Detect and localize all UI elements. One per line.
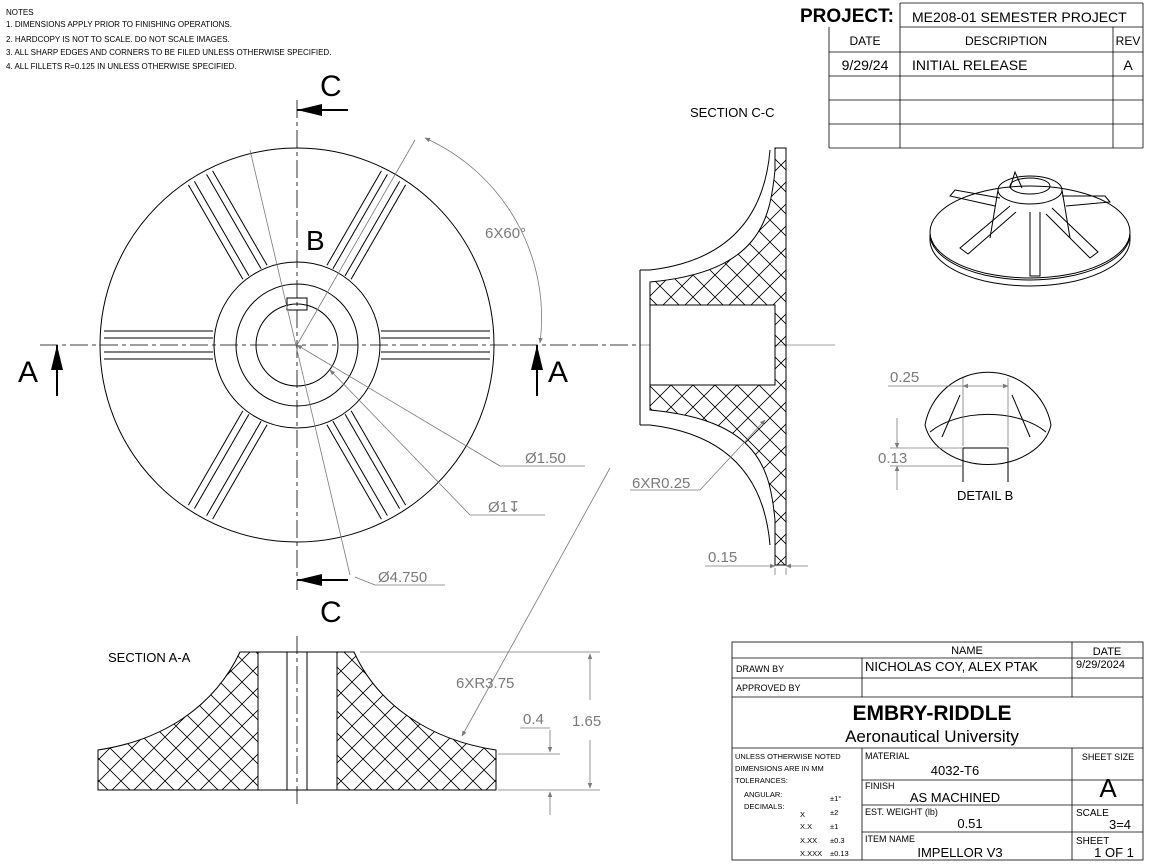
tb-scale-label: SCALE [1076,808,1109,819]
tb-material-label: MATERIAL [865,751,909,761]
cut-label-c-bottom: C [320,596,342,629]
blade-edge [326,170,382,266]
project-label: PROJECT: [800,6,894,27]
tb-finish-label: FINISH [865,781,895,791]
tb-scale-value: 3=4 [1109,817,1131,832]
tb-tol-line-2: DIMENSIONS ARE IN MM [735,764,824,773]
blade-edge [350,184,407,280]
blade-edge [350,410,407,506]
tb-drawn-by-name: NICHOLAS COY, ALEX PTAK [865,659,1038,674]
tb-decimal-fmt-2: X.X [800,822,812,831]
dim-key-width: 0.25 [890,369,919,386]
front-view: C C A A B 6X60° Ø1.50 Ø1↧ Ø4.750 [18,70,835,629]
tb-angular-label: ANGULAR: [744,790,782,799]
note-2: 2. HARDCOPY IS NOT TO SCALE. DO NOT SCAL… [6,35,230,44]
project-name: ME208-01 SEMESTER PROJECT [912,9,1127,25]
tb-tol-line-3: TOLERANCES: [735,776,788,785]
tb-decimal-tol-3: ±0.3 [830,836,845,845]
blade-edge [193,413,250,509]
tb-material-value: 4032-T6 [931,763,979,778]
rev-row-description: INITIAL RELEASE [912,57,1027,73]
section-aa-title: SECTION A-A [108,650,191,665]
rev-header-rev: REV [1116,34,1141,48]
tb-decimal-tol-1: ±2 [830,808,838,817]
dim-outer-diameter: Ø4.750 [378,569,427,586]
note-4: 4. ALL FILLETS R=0.125 IN UNLESS OTHERWI… [6,62,237,71]
dim-large-fillet: 6XR3.75 [456,675,514,692]
tb-approved-by-label: APPROVED BY [736,683,801,693]
rev-row-date: 9/29/24 [842,57,889,73]
revision-block [828,2,1144,149]
dim-wall-thickness: 0.15 [708,549,737,566]
tb-org-name: EMBRY-RIDDLE [852,702,1011,725]
dim-bore-diameter: Ø1↧ [488,499,521,516]
dim-key-depth: 0.13 [878,450,907,467]
notes-heading: NOTES [6,8,34,17]
tb-drawn-date: 9/29/2024 [1076,659,1125,671]
detail-b-title: DETAIL B [957,488,1013,503]
notes-block: NOTES 1. DIMENSIONS APPLY PRIOR TO FINIS… [6,8,331,71]
tb-sheet-label: SHEET [1076,836,1109,847]
dim-rim-height: 0.4 [523,711,544,728]
blade-edge [332,420,388,516]
tb-angular-value: ±1° [830,794,841,803]
detail-b: 0.25 0.13 DETAIL B [878,369,1052,503]
title-block [731,641,1144,861]
dim-total-height: 1.65 [572,713,601,730]
tb-decimal-tol-2: ±1 [830,822,838,831]
blade-edge [344,413,401,509]
tb-finish-value: AS MACHINED [910,790,1000,805]
note-1: 1. DIMENSIONS APPLY PRIOR TO FINISHING O… [6,20,232,29]
tb-decimal-tol-4: ±0.13 [830,849,849,858]
rev-row-rev: A [1123,57,1133,73]
cut-label-a-left: A [18,356,38,389]
tb-weight-label: EST. WEIGHT (lb) [865,807,938,817]
tb-decimals-label: DECIMALS: [744,802,784,811]
tb-item-value: IMPELLOR V3 [917,845,1002,860]
tb-item-label: ITEM NAME [865,834,915,844]
tb-weight-value: 0.51 [957,816,982,831]
tb-decimal-fmt-1: X [800,810,805,819]
tb-name-header: NAME [951,645,983,657]
blade-edge [332,174,388,270]
blade-edge [187,184,244,280]
rev-header-description: DESCRIPTION [965,34,1047,48]
tb-decimal-fmt-4: X.XXX [800,849,822,858]
dim-hub-diameter: Ø1.50 [525,450,566,467]
tb-sheet-size-label: SHEET SIZE [1082,752,1134,762]
cut-label-c-top: C [320,70,342,103]
blade-edge [193,181,250,277]
isometric-view [929,170,1131,287]
tb-sheet-size-value: A [1099,773,1117,803]
tb-sheet-value: 1 OF 1 [1094,845,1134,860]
tb-decimal-fmt-3: X.XX [800,836,817,845]
blade-edge [344,181,401,277]
rev-header-date: DATE [849,34,880,48]
note-3: 3. ALL SHARP EDGES AND CORNERS TO BE FIL… [6,48,331,57]
blade-edge [187,410,244,506]
impeller-blades [104,170,490,520]
dim-small-fillet: 6XR0.25 [632,475,690,492]
tb-drawn-by-label: DRAWN BY [736,664,784,674]
cut-label-a-right: A [548,356,568,389]
detail-callout-b: B [306,225,325,256]
blade-edge [212,424,268,520]
blade-edge [206,174,262,270]
tb-tol-line-1: UNLESS OTHERWISE NOTED [735,752,841,761]
blade-edge [206,420,262,516]
blade-edge [326,424,382,520]
section-c-c: SECTION C-C 6XR0.25 0.15 [630,105,808,575]
dim-angle-pattern: 6X60° [485,225,526,242]
blade-edge [212,170,268,266]
section-a-a: SECTION A-A 6XR3.75 0.4 1.65 [97,467,611,815]
tb-org-sub: Aeronautical University [845,727,1019,746]
section-cc-title: SECTION C-C [690,105,775,120]
tb-date-header: DATE [1093,646,1122,658]
